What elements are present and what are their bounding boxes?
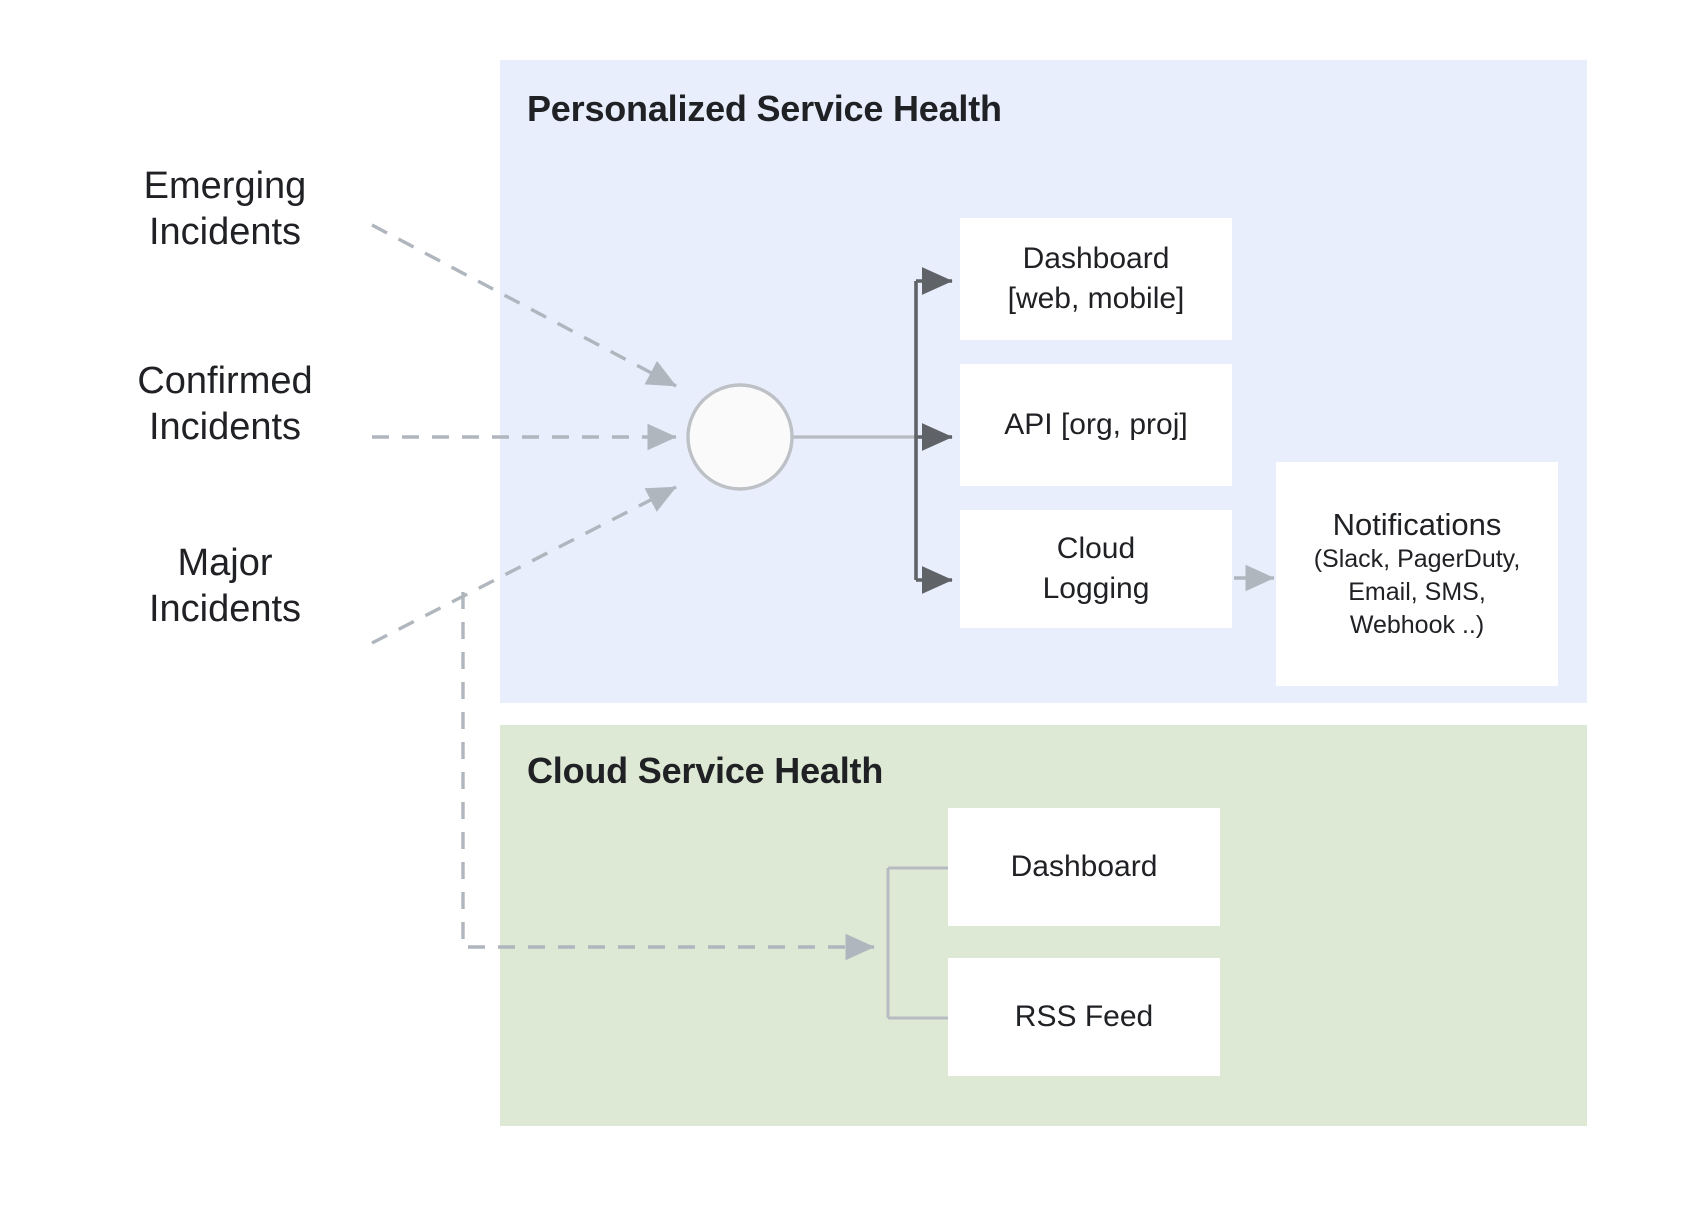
panel-title-personalized-service-health: Personalized Service Health — [527, 88, 1002, 129]
box-cloud-logging-label: Cloud Logging — [1042, 532, 1150, 605]
box-notifications-label: Notifications — [1332, 506, 1502, 542]
box-api-org-proj-label: API [org, proj] — [1004, 408, 1188, 442]
input-label-emerging-incidents: Emerging Incidents — [143, 165, 307, 254]
box-rss-feed-label: RSS Feed — [1014, 1000, 1154, 1034]
box-notifications-sublabel: (Slack, PagerDuty, Email, SMS, Webhook .… — [1313, 544, 1521, 640]
box-dashboard-web-mobile-label: Dashboard [web, mobile] — [1007, 242, 1185, 315]
box-rss-feed[interactable]: RSS Feed — [948, 958, 1220, 1076]
input-label-major-incidents: Major Incidents — [148, 542, 302, 631]
box-cloud-logging[interactable]: Cloud Logging — [960, 510, 1232, 628]
box-notifications[interactable]: Notifications (Slack, PagerDuty, Email, … — [1276, 462, 1558, 686]
box-dashboard-web-mobile[interactable]: Dashboard [web, mobile] — [960, 218, 1232, 340]
input-label-confirmed-incidents: Confirmed Incidents — [137, 360, 313, 449]
box-cloud-dashboard[interactable]: Dashboard — [948, 808, 1220, 926]
box-api-org-proj[interactable]: API [org, proj] — [960, 364, 1232, 486]
box-cloud-dashboard-label: Dashboard — [1010, 850, 1158, 884]
panel-title-cloud-service-health: Cloud Service Health — [527, 750, 884, 791]
